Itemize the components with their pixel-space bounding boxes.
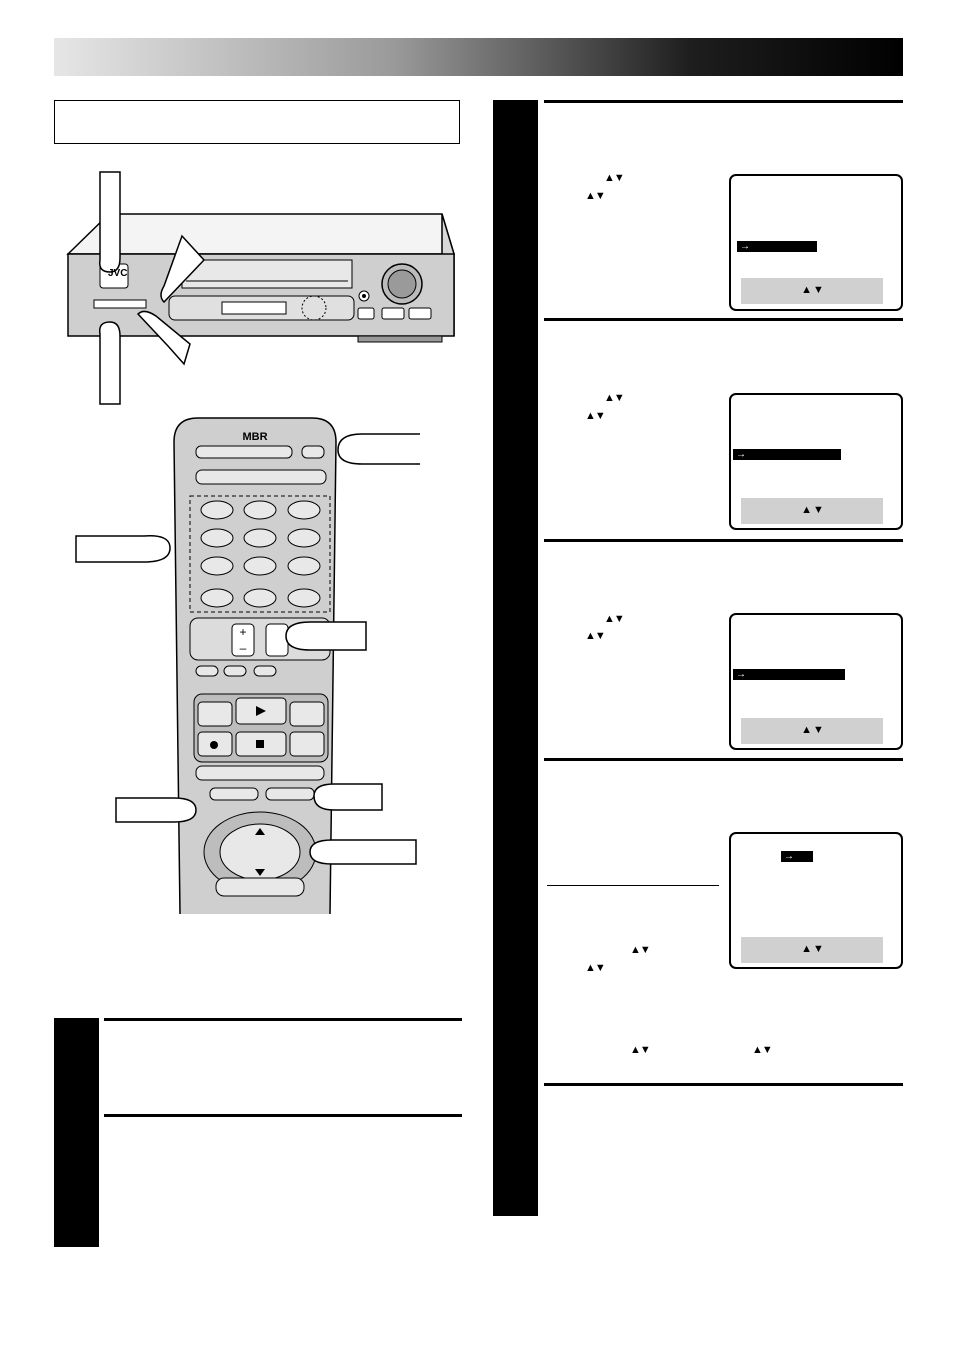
up-down-arrow-icon: ▲▼ [630, 1044, 651, 1056]
on-screen-menu-4: → ▲ ▼ [729, 832, 903, 969]
menu-highlight-bar: → [781, 851, 813, 862]
divider-rule [544, 100, 903, 103]
menu-footer-bar: ▲ ▼ [741, 718, 883, 744]
divider-rule [104, 1018, 462, 1021]
arrow-right-icon: → [736, 449, 746, 460]
up-down-arrow-icon: ▲ ▼ [801, 943, 824, 955]
remote-brand-label: MBR [242, 431, 267, 443]
menu-footer-bar: ▲ ▼ [741, 937, 883, 963]
step-tab-right [493, 100, 538, 1216]
vcr-illustration: JVC [66, 171, 456, 405]
up-down-arrow-icon: ▲▼ [585, 962, 606, 974]
up-down-arrow-icon: ▲▼ [604, 613, 625, 625]
divider-rule [544, 318, 903, 321]
arrow-right-icon: → [736, 669, 746, 680]
on-screen-menu-1: → ▲ ▼ [729, 174, 903, 311]
remote-illustration: MBR + – [75, 417, 420, 915]
menu-highlight-bar: → [733, 449, 841, 460]
up-down-arrow-icon: ▲ ▼ [801, 724, 824, 736]
remote-minus-label: – [240, 641, 247, 655]
divider-rule [544, 539, 903, 542]
arrow-right-icon: → [784, 851, 794, 862]
up-down-arrow-icon: ▲ ▼ [801, 504, 824, 516]
vcr-brand-label: JVC [108, 268, 127, 279]
remote-plus-label: + [239, 625, 246, 639]
up-down-arrow-icon: ▲▼ [752, 1044, 773, 1056]
arrow-right-icon: → [740, 241, 750, 252]
on-screen-menu-2: → ▲ ▼ [729, 393, 903, 530]
up-down-arrow-icon: ▲▼ [585, 190, 606, 202]
up-down-arrow-icon: ▲▼ [604, 172, 625, 184]
menu-footer-bar: ▲ ▼ [741, 278, 883, 304]
on-screen-menu-3: → ▲ ▼ [729, 613, 903, 750]
up-down-arrow-icon: ▲▼ [604, 392, 625, 404]
menu-highlight-bar: → [737, 241, 817, 252]
up-down-arrow-icon: ▲ ▼ [801, 284, 824, 296]
menu-footer-bar: ▲ ▼ [741, 498, 883, 524]
section-title-box [54, 100, 460, 144]
divider-rule [544, 1083, 903, 1086]
note-rule [547, 885, 719, 886]
up-down-arrow-icon: ▲▼ [585, 630, 606, 642]
up-down-arrow-icon: ▲▼ [630, 944, 651, 956]
divider-rule [544, 758, 903, 761]
step-tab-lower-left [54, 1018, 99, 1247]
header-gradient-bar [54, 38, 903, 76]
up-down-arrow-icon: ▲▼ [585, 410, 606, 422]
divider-rule [104, 1114, 462, 1117]
menu-highlight-bar: → [733, 669, 845, 680]
